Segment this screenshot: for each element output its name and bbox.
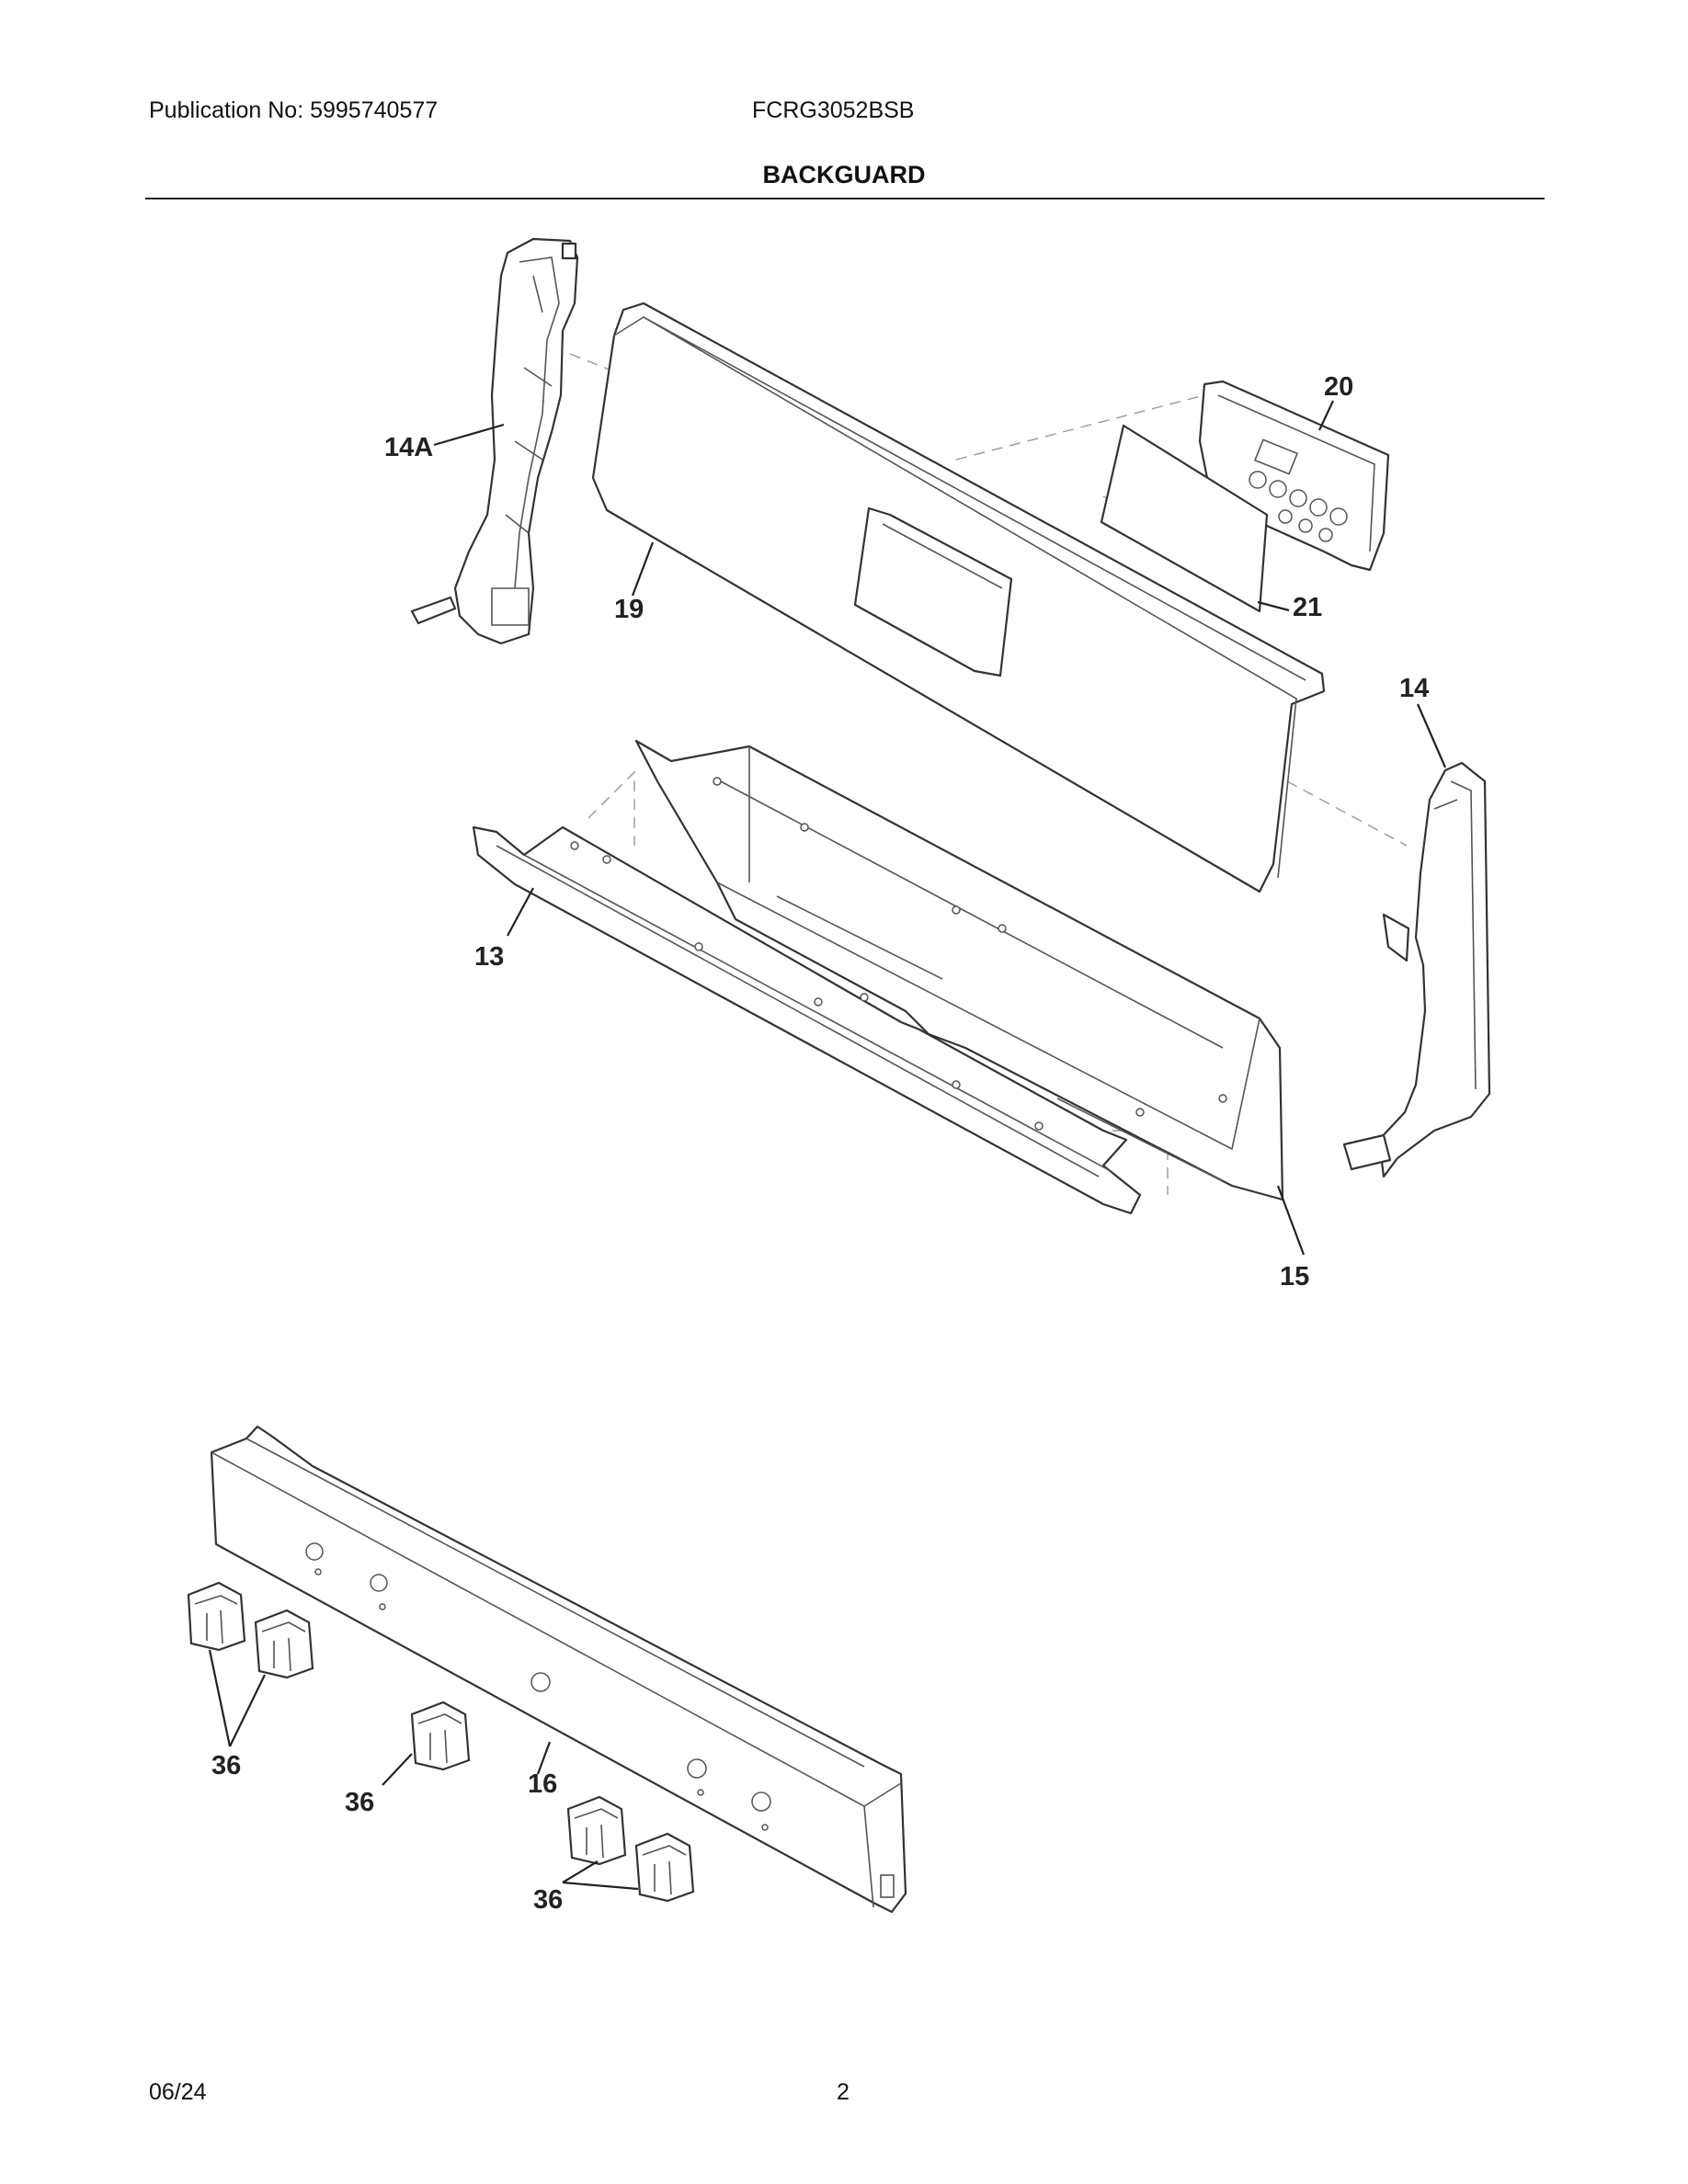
callout-19: 19 <box>614 595 644 624</box>
leader-14 <box>1416 703 1447 768</box>
callout-15: 15 <box>1280 1262 1309 1291</box>
footer-date: 06/24 <box>149 2079 207 2105</box>
knob-4 <box>566 1795 627 1866</box>
callout-14a: 14A <box>384 433 433 462</box>
callout-36-left: 36 <box>211 1751 241 1780</box>
model-number: FCRG3052BSB <box>752 97 915 123</box>
callout-13: 13 <box>474 942 504 972</box>
leader-36b <box>382 1753 413 1786</box>
part-13-trim-strip <box>472 825 1142 1215</box>
leader-36a <box>208 1649 266 1747</box>
leader-16 <box>536 1741 552 1775</box>
callout-16: 16 <box>528 1769 557 1799</box>
knob-1 <box>187 1581 246 1652</box>
callout-21: 21 <box>1293 593 1322 622</box>
part-14a-left-side-bracket <box>410 237 579 645</box>
section-title: BACKGUARD <box>762 161 926 188</box>
part-21-overlay <box>1100 424 1269 613</box>
publication-number: Publication No: 5995740577 <box>149 97 439 123</box>
leader-13 <box>507 887 534 937</box>
leader-19 <box>631 541 655 597</box>
leader-14a <box>433 423 505 447</box>
part-20-control-board <box>1198 380 1390 572</box>
knob-2 <box>254 1609 314 1679</box>
callout-36-middle: 36 <box>345 1788 374 1817</box>
knob-5 <box>634 1832 695 1903</box>
leader-21 <box>1257 600 1290 612</box>
part-36-control-knobs <box>187 1581 695 1903</box>
leader-36c <box>562 1860 639 1891</box>
callout-36-right: 36 <box>533 1885 563 1915</box>
part-15-lower-bracket <box>634 739 1284 1201</box>
knob-3 <box>410 1701 471 1771</box>
part-19-backguard-panel <box>591 301 1326 893</box>
page-number: 2 <box>837 2079 850 2105</box>
part-16-manifold-panel <box>210 1425 907 1914</box>
part-14-right-side-bracket <box>1342 761 1491 1178</box>
callout-20: 20 <box>1324 372 1353 402</box>
callout-14: 14 <box>1399 674 1429 703</box>
header-rule <box>145 198 1545 199</box>
leader-15 <box>1276 1185 1306 1256</box>
leader-20 <box>1318 400 1334 431</box>
